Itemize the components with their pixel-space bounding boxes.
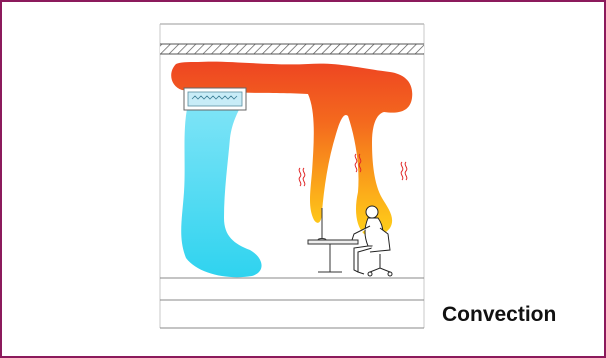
floor-slab [160,278,424,328]
cool-air-stream [181,104,261,277]
convection-diagram [158,22,426,332]
air-conditioning-vent-icon [184,88,246,110]
ceiling-slab [160,44,424,54]
diagram-caption: Convection [442,303,556,327]
desk-icon [308,240,358,272]
